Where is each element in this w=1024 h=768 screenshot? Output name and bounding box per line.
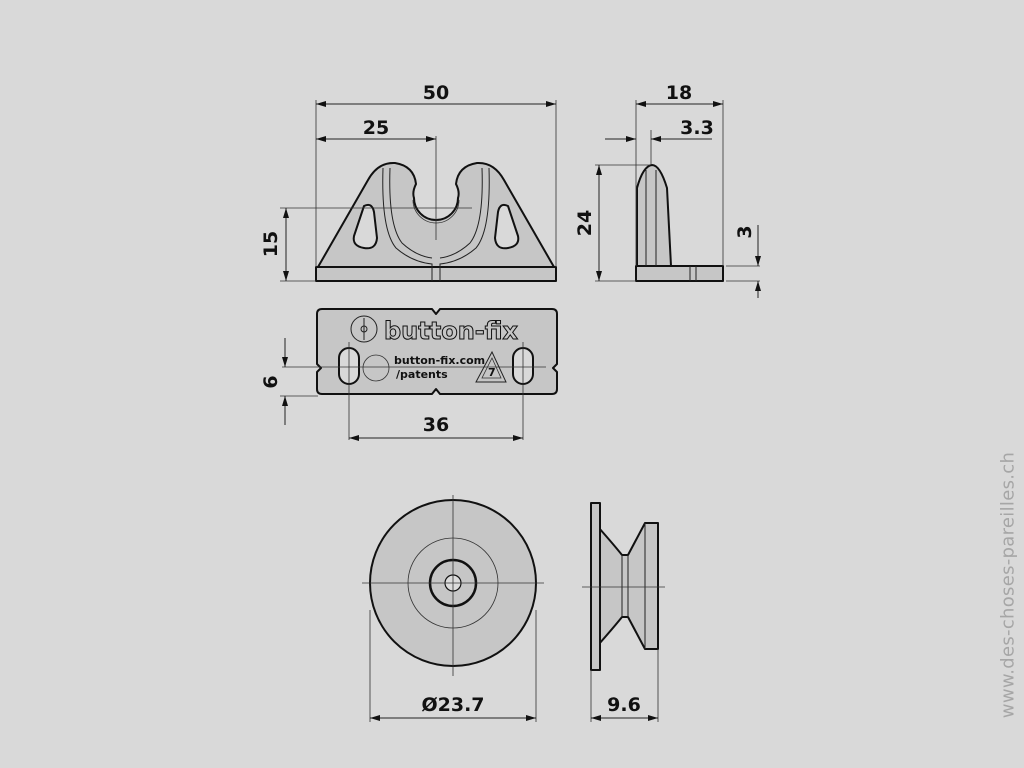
holder-side-view: 18 3.3 24 3 <box>574 82 761 298</box>
dim-slot-spacing: 36 <box>423 414 449 436</box>
dim-slot-height: 6 <box>260 375 282 388</box>
button-side-view: 9.6 <box>582 502 665 722</box>
left-teardrop-hole <box>352 203 378 250</box>
logo-text: button-fix <box>384 317 519 345</box>
dim-hole-height: 15 <box>260 231 282 257</box>
button-front-view: Ø23.7 <box>362 495 544 722</box>
recycle-icon <box>475 350 507 383</box>
holder-bottom-view: button-fix button-fix.com /patents 7 36 … <box>260 308 558 441</box>
base-plate <box>315 266 557 282</box>
button-flange <box>590 502 601 671</box>
url-line-1: button-fix.com <box>394 354 485 367</box>
watermark: www.des-choses-pareilles.ch <box>997 451 1019 719</box>
side-fin <box>636 164 672 267</box>
dim-center-offset: 25 <box>363 117 389 139</box>
recycle-code: 7 <box>488 366 496 379</box>
logo-circle-icon <box>350 315 378 343</box>
dim-overall-width: 50 <box>423 82 449 104</box>
dim-height: 24 <box>574 210 596 236</box>
right-teardrop-hole <box>494 203 520 250</box>
dim-tip-offset: 3.3 <box>680 117 714 139</box>
dim-base-thickness: 3 <box>734 225 756 238</box>
dim-diameter: Ø23.7 <box>421 694 484 716</box>
side-base <box>635 265 724 282</box>
dim-depth: 18 <box>666 82 692 104</box>
holder-front-view: 50 25 15 <box>260 82 557 282</box>
url-line-2: /patents <box>396 368 448 381</box>
dim-thickness: 9.6 <box>607 694 641 716</box>
